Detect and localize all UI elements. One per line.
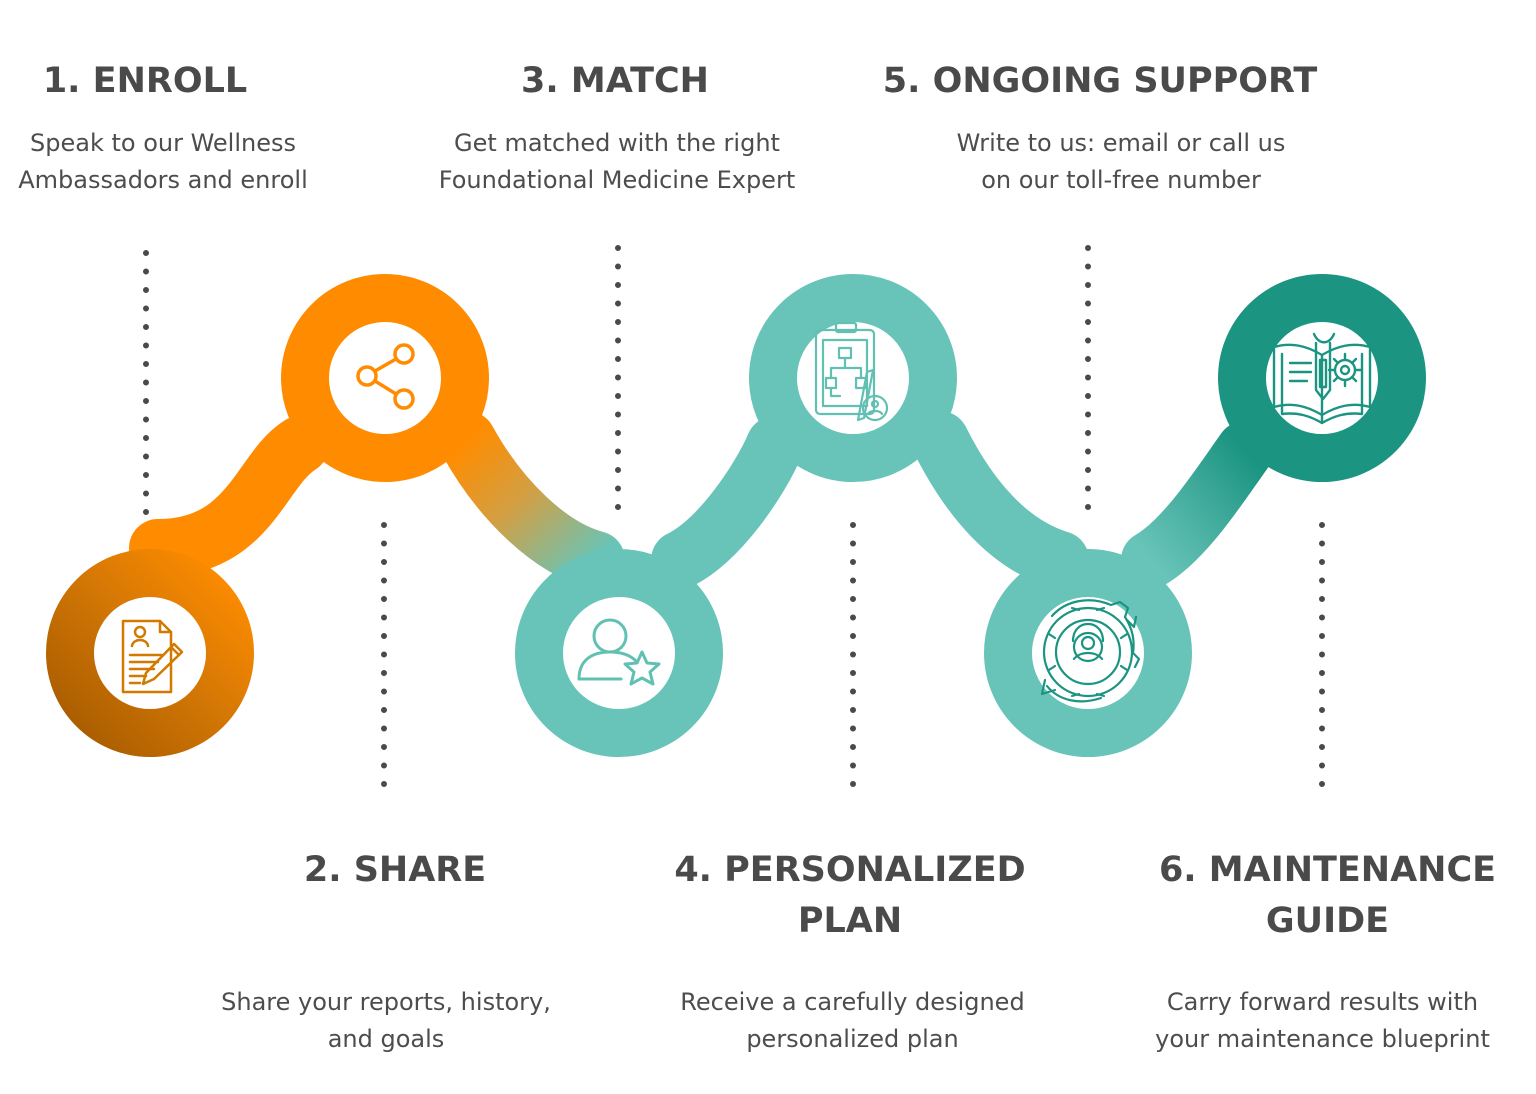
connector-3-4: [651, 416, 804, 589]
step-2-description: Share your reports, history, and goals: [196, 984, 576, 1058]
connector-2-3: [438, 411, 625, 589]
step-3-title: 3. MATCH: [495, 56, 735, 107]
step-3-description-line-1: Get matched with the right: [454, 129, 780, 157]
step-4-title-line-1: 4. PERSONALIZED: [674, 850, 1026, 890]
step-3-description: Get matched with the right Foundational …: [412, 125, 822, 199]
step-4-description-line-2: personalized plan: [746, 1025, 959, 1053]
step-2-title: 2. SHARE: [280, 845, 510, 896]
step-4-ring: [749, 274, 957, 482]
step-4-description-line-1: Receive a carefully designed: [680, 988, 1025, 1016]
connector-4-5: [911, 411, 1089, 589]
step-6-title-line-2: GUIDE: [1265, 901, 1390, 941]
step-4-title-line-2: PLAN: [797, 901, 903, 941]
step-2-description-line-1: Share your reports, history,: [221, 988, 551, 1016]
step-6-description-line-1: Carry forward results with: [1166, 988, 1479, 1016]
step-5-description-line-1: Write to us: email or call us: [956, 129, 1286, 157]
step-5-title: 5. ONGOING SUPPORT: [870, 56, 1330, 107]
step-3-description-line-2: Foundational Medicine Expert: [438, 166, 796, 194]
step-1-ring: [46, 549, 254, 757]
step-rings: [46, 274, 1426, 757]
step-4-description: Receive a carefully designed personalize…: [650, 984, 1055, 1058]
step-2-title-line: 2. SHARE: [303, 850, 487, 890]
step-5-title-line: 5. ONGOING SUPPORT: [882, 61, 1318, 101]
share-icon: [356, 343, 415, 410]
step-3-title-line: 3. MATCH: [521, 61, 709, 101]
support-headset-gear-icon: [1040, 599, 1141, 703]
step-6-title-line-1: 6. MAINTENANCE: [1158, 850, 1497, 890]
step-2-description-line-2: and goals: [327, 1025, 445, 1053]
enrollment-form-pen-icon: [121, 619, 184, 694]
step-4-title: 4. PERSONALIZED PLAN: [655, 845, 1045, 947]
connector-5-6: [1121, 421, 1274, 589]
step-6-title: 6. MAINTENANCE GUIDE: [1145, 845, 1510, 947]
dotted-guide-lines: [143, 245, 1325, 788]
step-5-description: Write to us: email or call us on our tol…: [930, 125, 1312, 199]
connector-1-2: [129, 416, 329, 577]
step-1-title-line: 1. ENROLL: [42, 61, 248, 101]
timeline-connectors: [129, 411, 1274, 589]
step-1-description-line-2: Ambassadors and enroll: [18, 166, 308, 194]
step-1-description-line-1: Speak to our Wellness: [30, 129, 296, 157]
user-star-icon: [577, 618, 661, 686]
step-1-description: Speak to our Wellness Ambassadors and en…: [0, 125, 326, 199]
step-5-description-line-2: on our toll-free number: [981, 166, 1261, 194]
manual-wrench-gear-icon: [1272, 332, 1372, 425]
step-2-ring: [281, 274, 489, 482]
step-1-title: 1. ENROLL: [25, 56, 265, 107]
step-6-description: Carry forward results with your maintena…: [1130, 984, 1515, 1058]
step-6-description-line-2: your maintenance blueprint: [1155, 1025, 1490, 1053]
clipboard-plan-icon: [814, 321, 889, 422]
